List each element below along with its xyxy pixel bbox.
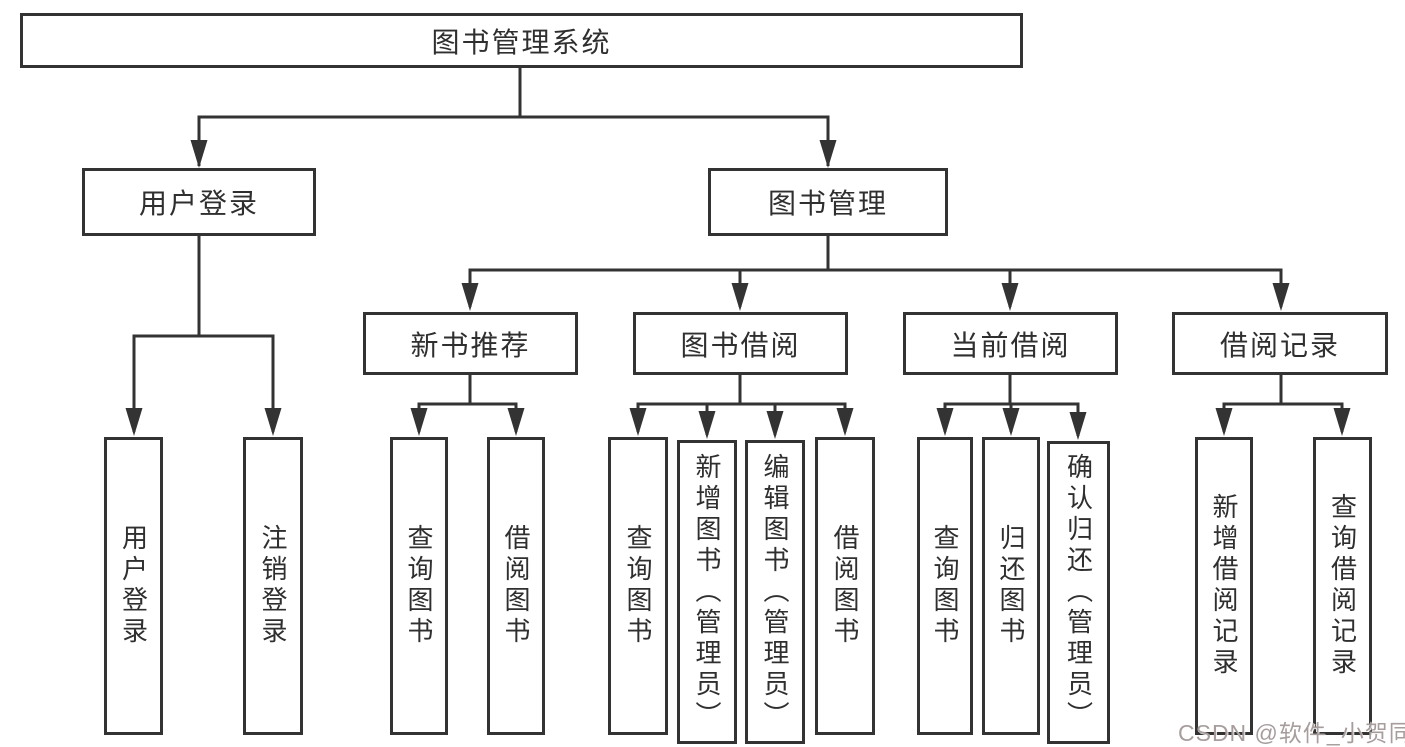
leaf-logout: 注销登录 [243,437,303,735]
leaf-current-return-books: 归还图书 [982,437,1040,735]
edge-borrowing-to-leaves [636,375,847,435]
tree-edges [132,68,1344,436]
leaf-borrowing-add-books-admin-label: 新增图书（管理员） [692,452,722,732]
node-current-borrowing: 当前借阅 [903,312,1118,375]
node-root-title: 图书管理系统 [20,13,1023,68]
leaf-borrowing-query-books-label: 查询图书 [623,524,653,648]
leaf-user-login: 用户登录 [104,437,163,735]
leaf-user-login-label: 用户登录 [118,524,149,648]
csdn-watermark: CSDN @软件_小贺同学 [1178,720,1405,746]
edge-userlogin-to-leaves [132,236,275,432]
leaf-borrowing-query-books: 查询图书 [608,437,668,735]
leaf-records-add-record-label: 新增借阅记录 [1209,493,1239,679]
leaf-records-query-record-label: 查询借阅记录 [1327,493,1358,679]
node-book-management: 图书管理 [708,168,948,236]
edge-root-to-level2 [197,68,830,166]
leaf-current-query-books: 查询图书 [917,437,973,735]
leaf-borrowing-edit-books-admin-label: 编辑图书（管理员） [760,452,790,732]
node-new-book-recommend: 新书推荐 [363,312,578,375]
leaf-records-add-record: 新增借阅记录 [1195,437,1253,735]
leaf-current-confirm-return-admin: 确认归还（管理员） [1047,441,1110,744]
leaf-newbook-query-books: 查询图书 [390,437,448,735]
edge-newbook-to-leaves [417,375,518,432]
node-borrowing-records: 借阅记录 [1172,312,1388,375]
leaf-current-return-books-label: 归还图书 [996,524,1026,648]
node-book-borrowing: 图书借阅 [633,312,848,375]
leaf-newbook-borrow-books: 借阅图书 [487,437,545,735]
leaf-newbook-borrow-books-label: 借阅图书 [501,524,531,648]
edge-records-to-leaves [1222,375,1344,432]
leaf-newbook-query-books-label: 查询图书 [404,524,434,648]
leaf-records-query-record: 查询借阅记录 [1313,437,1372,735]
edge-bookmgmt-to-level3 [468,236,1283,307]
leaf-logout-label: 注销登录 [258,524,288,648]
leaf-current-confirm-return-admin-label: 确认归还（管理员） [1063,453,1094,732]
arrowheads [125,140,1351,440]
leaf-borrowing-borrow-books: 借阅图书 [815,437,875,735]
leaf-borrowing-edit-books-admin: 编辑图书（管理员） [745,440,805,744]
node-user-login: 用户登录 [82,168,316,236]
leaf-current-query-books-label: 查询图书 [930,524,960,648]
leaf-borrowing-borrow-books-label: 借阅图书 [830,524,860,648]
leaf-borrowing-add-books-admin: 新增图书（管理员） [677,440,737,744]
